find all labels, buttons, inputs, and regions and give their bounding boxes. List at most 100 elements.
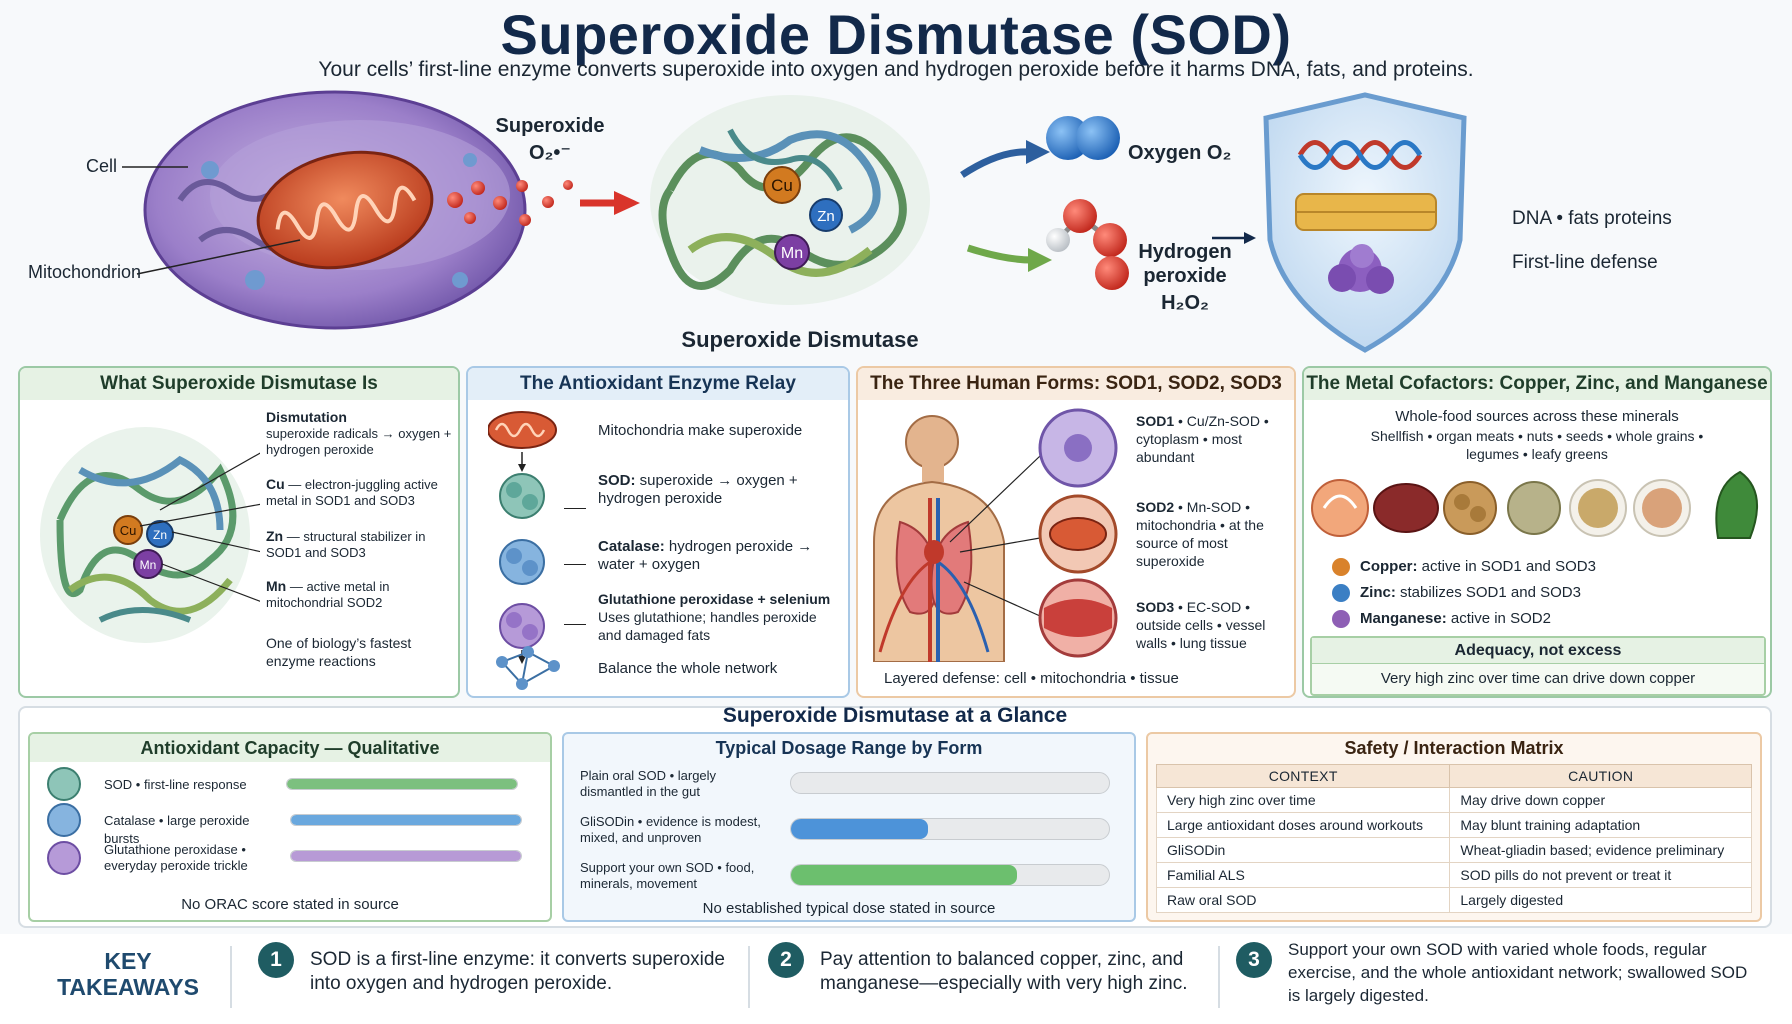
glutathione-peroxidase-icon: [47, 841, 81, 875]
manganese-dot-icon: [1332, 610, 1350, 628]
food-sources-list-2: legumes • leafy greens: [1466, 446, 1608, 462]
superoxide-particles: [447, 180, 573, 226]
enzyme-illustration: Cu Zn Mn: [650, 95, 930, 305]
zinc-dot-icon: [1332, 584, 1350, 602]
food-sources-list-1: Shellfish • organ meats • nuts • seeds •…: [1370, 428, 1704, 444]
takeaway-3: Support your own SOD with varied whole f…: [1288, 940, 1748, 1005]
adequacy-box: Adequacy, not excess Very high zinc over…: [1310, 636, 1766, 696]
panel-footer: Layered defense: cell • mitochondria • t…: [884, 670, 1179, 687]
relay-step-4: Glutathione peroxidase + selenium Uses g…: [598, 591, 831, 643]
metal-zn-icon-label: Zn: [153, 528, 167, 542]
safety-title: Safety / Interaction Matrix: [1344, 738, 1564, 758]
capacity-bar-1: [286, 778, 518, 790]
takeaways-label-2: TAKEAWAYS: [57, 974, 199, 1000]
dosage-panel: Typical Dosage Range by Form Plain oral …: [562, 732, 1136, 922]
leafy-greens-icon: [1715, 470, 1758, 539]
catalase-icon: [499, 539, 545, 585]
form-sod2: SOD2 • Mn-SOD • mitochondria • at the so…: [1136, 499, 1264, 569]
item-dismutation: Dismutation superoxide radicals → oxygen…: [266, 409, 452, 457]
h2o2-molecule: [1046, 199, 1129, 290]
panel-title: The Antioxidant Enzyme Relay: [468, 368, 848, 400]
h2o2-formula: H₂O₂: [1161, 292, 1209, 314]
copper-dot-icon: [1332, 558, 1350, 576]
hero-illustration: Cu Zn Mn: [122, 90, 1467, 353]
dosage-footer: No established typical dose stated in so…: [702, 900, 996, 917]
takeaways-label-1: KEY: [104, 948, 152, 974]
panel-enzyme-relay: The Antioxidant Enzyme Relay Mitochondri…: [466, 366, 850, 698]
panel-title: The Three Human Forms: SOD1, SOD2, SOD3: [858, 368, 1294, 400]
sod-enzyme-icon: [499, 473, 545, 519]
form-sod1: SOD1 • Cu/Zn-SOD • cytoplasm • most abun…: [1136, 413, 1269, 465]
superoxide-formula: O₂•⁻: [528, 142, 571, 164]
item-cu: Cu — electron-juggling active metal in S…: [266, 476, 438, 508]
takeaway-number-1: 1: [258, 942, 294, 978]
dosage-bar-2: [790, 818, 1110, 840]
dosage-row-1: Plain oral SOD • largely dismantled in t…: [580, 768, 717, 799]
enzyme-metal-zn: Zn: [817, 208, 835, 225]
seeds-icon: [1507, 481, 1561, 535]
safety-matrix-panel: Safety / Interaction Matrix CONTEXT CAUT…: [1146, 732, 1762, 922]
cell-label: Cell: [86, 156, 118, 176]
panel-footer: One of biology’s fastest enzyme reaction…: [266, 635, 412, 669]
capacity-row-3: Glutathione peroxidase • everyday peroxi…: [104, 842, 248, 873]
food-sources-intro: Whole-food sources across these minerals: [1395, 408, 1679, 425]
page-subtitle: Your cells’ first-line enzyme converts s…: [318, 58, 1474, 81]
dosage-row-3: Support your own SOD • food, minerals, m…: [580, 860, 755, 891]
dosage-bar-3: [790, 864, 1110, 886]
panel-what-sod-is: What Superoxide Dismutase Is Cu Zn Mn Di…: [18, 366, 460, 698]
glance-title: Superoxide Dismutase at a Glance: [722, 704, 1068, 727]
superoxide-label: Superoxide: [495, 115, 605, 137]
item-mn: Mn — active metal in mitochondrial SOD2: [266, 578, 390, 610]
oxygen-molecule: [1046, 116, 1120, 160]
adequacy-text: Very high zinc over time can drive down …: [1380, 670, 1696, 687]
relay-icons: [488, 411, 557, 664]
metal-manganese: Manganese: active in SOD2: [1360, 610, 1551, 627]
mitochondrion-illustration: [256, 150, 434, 270]
capacity-enzyme-icons: [47, 767, 81, 875]
mitochondrion-label: Mitochondrion: [28, 262, 142, 282]
relay-step-2: SOD: superoxide → oxygen + hydrogen pero…: [598, 472, 798, 507]
oxygen-label: Oxygen O₂: [1128, 142, 1232, 164]
enzyme-label: Superoxide Dismutase: [681, 327, 919, 352]
capacity-footer: No ORAC score stated in source: [181, 896, 399, 913]
dosage-bar-1: [790, 772, 1110, 794]
enzyme-metal-cu: Cu: [771, 176, 793, 195]
enzyme-metal-mn: Mn: [781, 245, 803, 262]
panel-three-forms: The Three Human Forms: SOD1, SOD2, SOD3 …: [856, 366, 1296, 698]
arrow-to-oxygen: [960, 148, 1031, 178]
shield-caption-2: First-line defense: [1512, 252, 1658, 273]
item-zn: Zn — structural stabilizer in SOD1 and S…: [266, 528, 426, 560]
capacity-row-2: Catalase • large peroxide bursts: [104, 813, 250, 846]
capacity-bar-3: [290, 850, 522, 862]
h2o2-label-line1: Hydrogen: [1138, 241, 1232, 263]
capacity-panel: Antioxidant Capacity — Qualitative SOD •…: [28, 732, 552, 922]
relay-step-3: Catalase: hydrogen peroxide → water + ox…: [598, 538, 813, 573]
nuts-icon: [1443, 481, 1497, 535]
column-header-caution: CAUTION: [1449, 764, 1752, 788]
safety-matrix-table: CONTEXT CAUTION Very high zinc over time…: [1155, 764, 1752, 913]
dosage-row-2: GliSODin • evidence is modest, mixed, an…: [580, 814, 761, 845]
metal-mn-icon-label: Mn: [140, 558, 157, 572]
mitochondria-icon: [488, 411, 557, 449]
shellfish-icon: [1311, 479, 1369, 537]
key-takeaways: [0, 934, 1792, 1024]
arrow-to-h2o2: [966, 244, 1033, 264]
dosage-title: Typical Dosage Range by Form: [715, 738, 983, 758]
capacity-title: Antioxidant Capacity — Qualitative: [30, 734, 550, 762]
panel-title: The Metal Cofactors: Copper, Zinc, and M…: [1304, 368, 1770, 400]
panel-metal-cofactors: The Metal Cofactors: Copper, Zinc, and M…: [1302, 366, 1772, 698]
shield-icon: [1263, 92, 1467, 353]
relay-step-5: Balance the whole network: [598, 660, 778, 677]
takeaway-1: SOD is a first-line enzyme: it converts …: [310, 949, 725, 994]
adequacy-title: Adequacy, not excess: [1312, 638, 1764, 664]
relay-step-1: Mitochondria make superoxide: [598, 422, 803, 439]
sod-enzyme-icon: [47, 767, 81, 801]
catalase-icon: [47, 803, 81, 837]
takeaway-2: Pay attention to balanced copper, zinc, …: [820, 949, 1188, 994]
takeaway-number-3: 3: [1236, 942, 1272, 978]
enzyme-structure-illustration: Cu Zn Mn: [40, 427, 260, 643]
metal-cu-icon-label: Cu: [120, 523, 137, 538]
